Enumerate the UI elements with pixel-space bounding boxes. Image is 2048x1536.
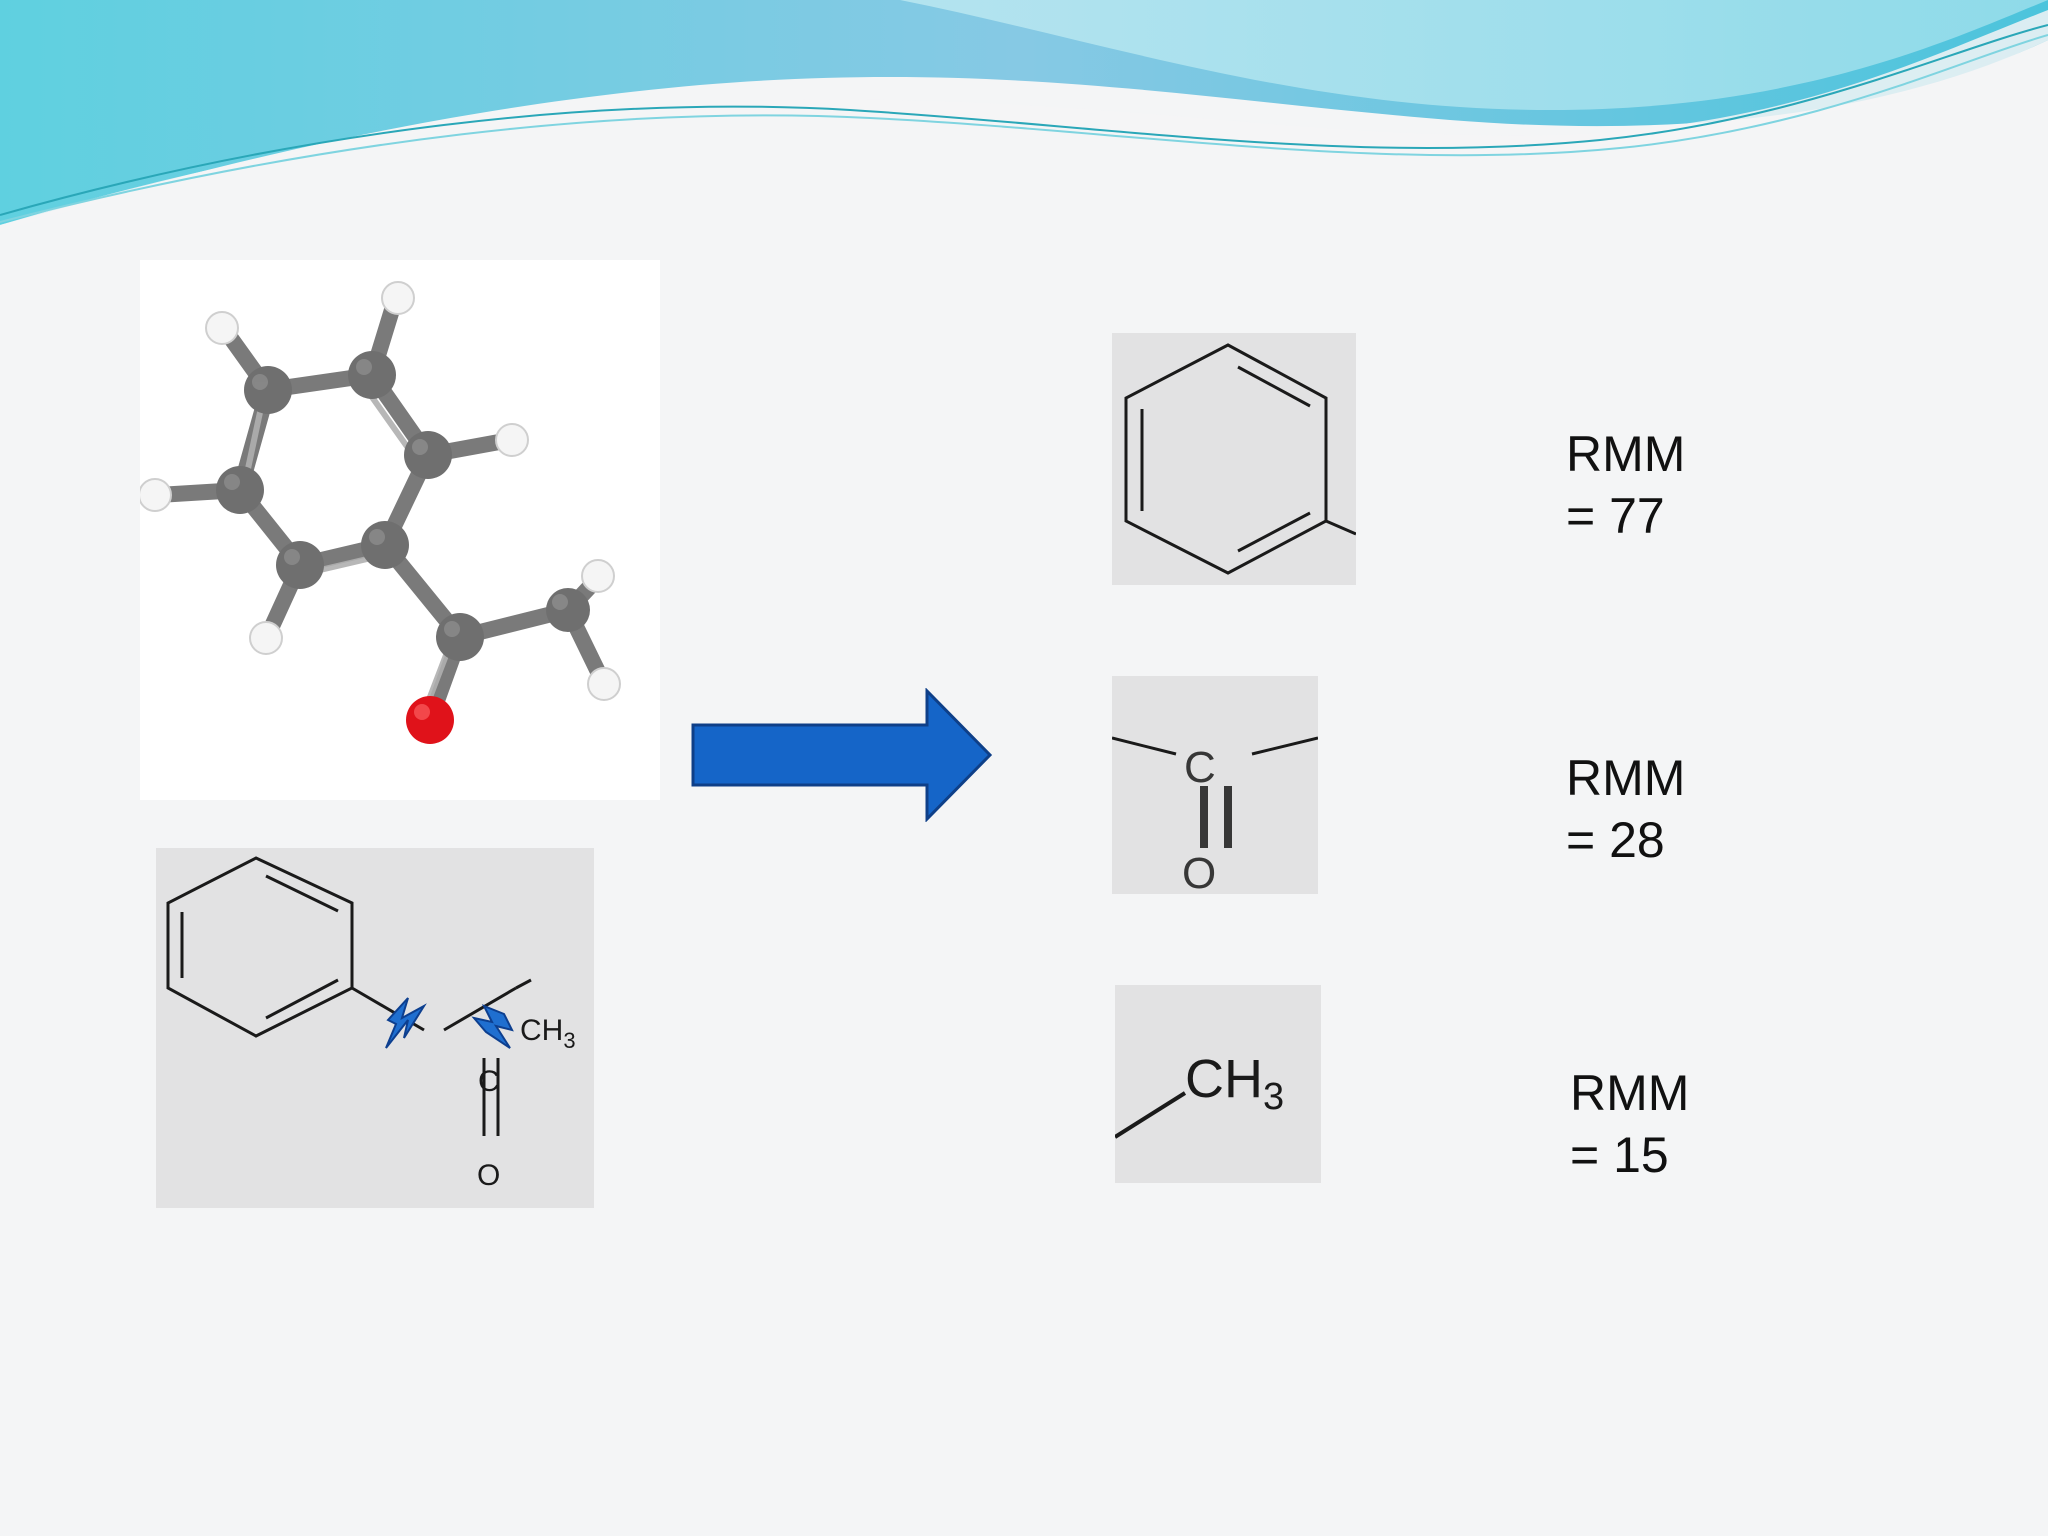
methyl-fragment-diagram: CH3 bbox=[1113, 1049, 1284, 1139]
methyl-label: CH3 bbox=[520, 1014, 576, 1053]
carbon-label: C bbox=[478, 1065, 500, 1098]
rmm-value: = 77 bbox=[1566, 488, 1665, 544]
methyl-group-label: CH3 bbox=[1185, 1049, 1284, 1118]
phenyl-fragment-panel bbox=[1112, 333, 1357, 585]
carbonyl-carbon-label: C bbox=[1184, 743, 1216, 792]
carbonyl-fragment-diagram: C O bbox=[1111, 736, 1319, 898]
acetophenone-skeletal-diagram: C O CH3 bbox=[166, 856, 576, 1192]
phenyl-fragment-diagram bbox=[1124, 343, 1357, 575]
ball-and-stick-model bbox=[140, 260, 660, 800]
lightning-bolt-icon bbox=[385, 997, 427, 1049]
lightning-bolt-icon bbox=[471, 1004, 514, 1049]
carbonyl-rmm-label: RMM = 28 bbox=[1566, 747, 1685, 871]
rmm-value: = 15 bbox=[1570, 1127, 1669, 1183]
phenyl-rmm-label: RMM = 77 bbox=[1566, 423, 1685, 547]
rmm-value: = 28 bbox=[1566, 812, 1665, 868]
rmm-label: RMM bbox=[1566, 750, 1686, 806]
right-arrow-icon bbox=[691, 688, 993, 822]
methyl-rmm-label: RMM = 15 bbox=[1570, 1062, 1689, 1186]
methyl-fragment-panel: CH3 bbox=[1113, 985, 1321, 1183]
carbonyl-oxygen-label: O bbox=[1182, 849, 1216, 894]
rmm-label: RMM bbox=[1570, 1065, 1690, 1121]
header-wave-decoration bbox=[0, 0, 2048, 232]
oxygen-label: O bbox=[477, 1159, 500, 1192]
skeletal-structure-panel: C O CH3 bbox=[156, 848, 594, 1208]
carbonyl-fragment-panel: C O bbox=[1111, 676, 1319, 898]
rmm-label: RMM bbox=[1566, 426, 1686, 482]
